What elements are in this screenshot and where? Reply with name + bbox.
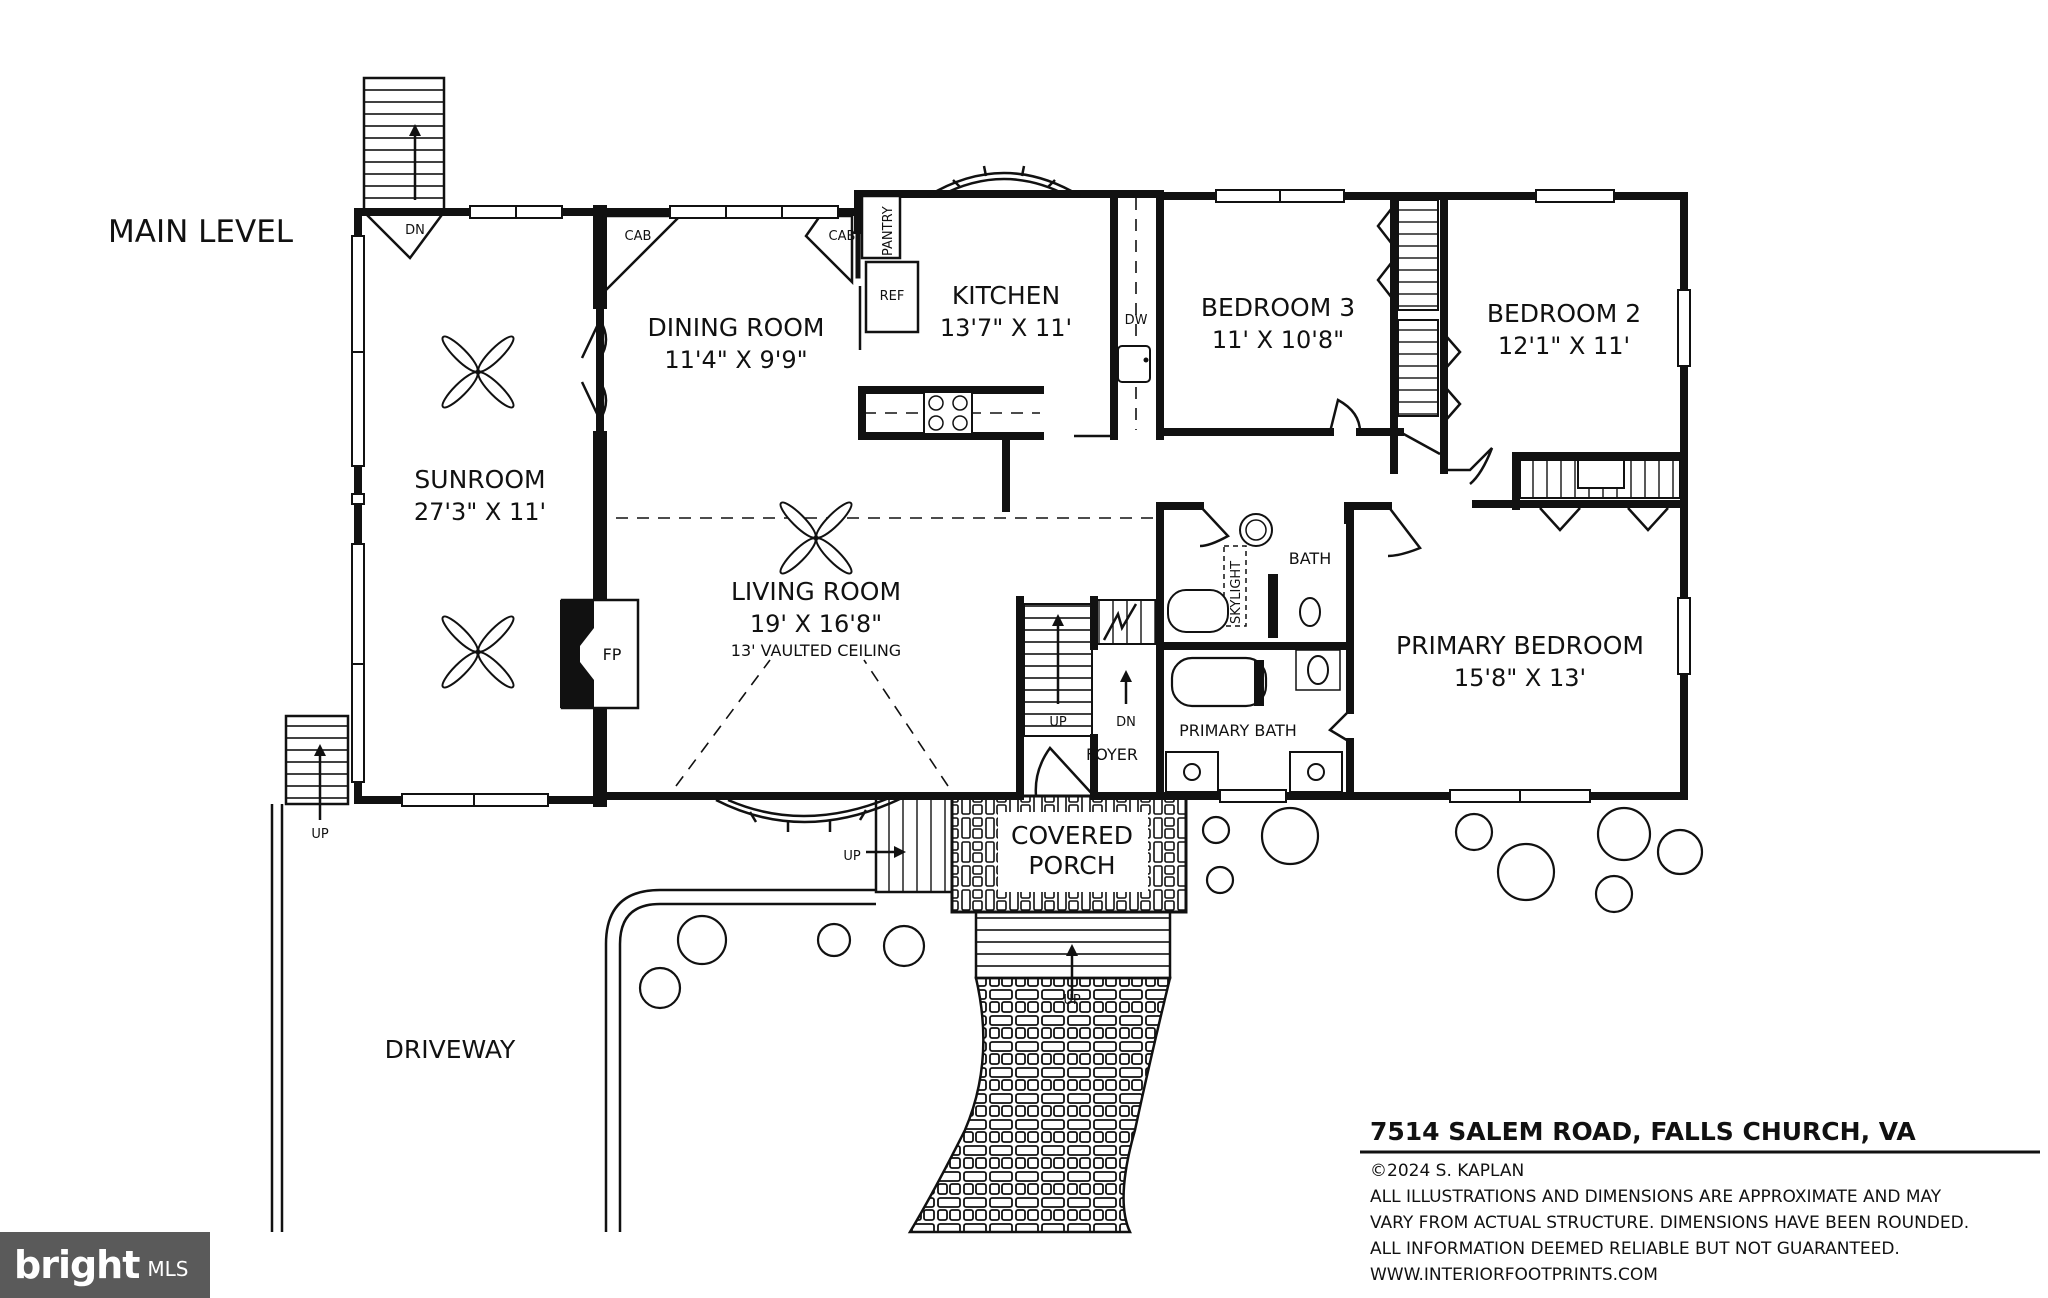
- label-up-sunroom-steps: UP: [311, 827, 329, 842]
- mls-watermark: bright MLS: [0, 1232, 210, 1298]
- footer-disclaimer-1: ALL ILLUSTRATIONS AND DIMENSIONS ARE APP…: [1370, 1187, 1942, 1207]
- watermark-brand: bright: [14, 1243, 140, 1287]
- living-bay-window: [715, 794, 907, 832]
- label-refrigerator: REF: [880, 289, 905, 304]
- walkway-steps: [974, 910, 1172, 1000]
- interior-walls: [593, 192, 1688, 807]
- footer-disclaimer-2: VARY FROM ACTUAL STRUCTURE. DIMENSIONS H…: [1370, 1213, 1969, 1233]
- bath-fixtures: [1165, 513, 1343, 793]
- label-porch-line2: PORCH: [1028, 851, 1115, 880]
- pantry: [860, 194, 902, 260]
- driveway-outline: [270, 804, 876, 1232]
- label-foyer: FOYER: [1086, 745, 1138, 764]
- vaulted-ceiling-lines: [616, 517, 1156, 787]
- room-living-name: LIVING ROOM: [731, 577, 901, 606]
- dining-cabinet-left: [602, 214, 684, 296]
- refrigerator: [864, 260, 920, 334]
- kitchen-counter: [864, 391, 1040, 435]
- room-dining-name: DINING ROOM: [647, 313, 824, 342]
- room-primary-name: PRIMARY BEDROOM: [1396, 631, 1644, 660]
- foyer-stairs: [1023, 599, 1157, 737]
- kitchen-bay-window: [927, 165, 1081, 198]
- room-sunroom-dims: 27'3" X 11': [414, 498, 546, 526]
- room-sunroom-name: SUNROOM: [414, 465, 545, 494]
- label-driveway: DRIVEWAY: [385, 1035, 516, 1064]
- kitchen-sink-counter: [1074, 198, 1151, 438]
- label-bath: BATH: [1289, 549, 1331, 568]
- label-up-foyer: UP: [1049, 715, 1067, 730]
- label-dishwasher: DW: [1125, 313, 1148, 328]
- room-bedroom3-name: BEDROOM 3: [1201, 293, 1355, 322]
- doors: [580, 319, 1494, 797]
- room-kitchen-name: KITCHEN: [952, 281, 1060, 310]
- label-pantry: PANTRY: [881, 206, 896, 256]
- ceiling-fan-living: [779, 501, 853, 575]
- windows: [351, 189, 1691, 807]
- label-up-porch: UP: [843, 849, 861, 864]
- ceiling-fan-sunroom-top: [441, 335, 515, 409]
- room-bedroom2-dims: 12'1" X 11': [1498, 332, 1630, 360]
- landscaping-shrubs: [638, 806, 1704, 1010]
- room-bedroom3-dims: 11' X 10'8": [1212, 326, 1344, 354]
- ceiling-fan-sunroom-bottom: [441, 615, 515, 689]
- room-living-note: 13' VAULTED CEILING: [731, 641, 901, 660]
- label-up-walkway: UP: [1063, 993, 1081, 1008]
- room-primary-dims: 15'8" X 13': [1454, 664, 1586, 692]
- footer-website: WWW.INTERIORFOOTPRINTS.COM: [1370, 1265, 1658, 1285]
- label-dn-top-stairs: DN: [405, 223, 425, 238]
- porch-steps: [866, 794, 954, 894]
- sunroom-top-stairs: [362, 76, 446, 260]
- room-bedroom2-name: BEDROOM 2: [1487, 299, 1641, 328]
- room-dining-dims: 11'4" X 9'9": [664, 346, 807, 374]
- front-walkway: [907, 976, 1172, 1234]
- watermark-suffix: MLS: [147, 1257, 189, 1281]
- label-cabinet-left: CAB: [625, 229, 652, 244]
- label-primary-bath: PRIMARY BATH: [1179, 721, 1297, 740]
- footer-copyright: ©2024 S. KAPLAN: [1370, 1161, 1524, 1181]
- label-fireplace: FP: [603, 645, 622, 664]
- label-cabinet-right: CAB: [829, 229, 856, 244]
- fireplace: [560, 598, 640, 710]
- room-kitchen-dims: 13'7" X 11': [940, 314, 1072, 342]
- dining-cabinet-right: [804, 214, 854, 286]
- room-living-dims: 19' X 16'8": [750, 610, 882, 638]
- label-porch-line1: COVERED: [1011, 821, 1133, 850]
- footer-disclaimer-3: ALL INFORMATION DEEMED RELIABLE BUT NOT …: [1370, 1239, 1900, 1259]
- bedroom-closets: [1376, 199, 1681, 532]
- label-skylight: SKYLIGHT: [1229, 561, 1244, 624]
- footer-address: 7514 SALEM ROAD, FALLS CHURCH, VA: [1370, 1117, 1916, 1146]
- label-dn-foyer: DN: [1116, 715, 1136, 730]
- level-title: MAIN LEVEL: [108, 214, 294, 250]
- sunroom-steps: [284, 714, 350, 820]
